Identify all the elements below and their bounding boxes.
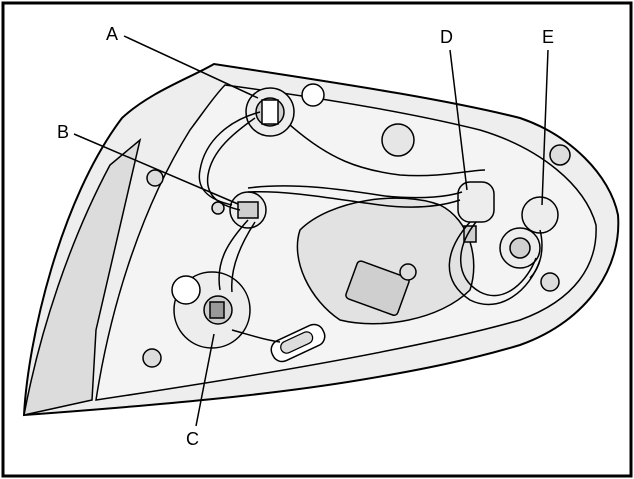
mount-hole <box>142 348 162 368</box>
mount-hole <box>211 201 225 215</box>
leader-a <box>123 35 259 99</box>
recess-tab <box>345 260 410 316</box>
socket-d <box>457 181 495 243</box>
lens-rim <box>23 137 142 416</box>
mount-hole <box>381 123 415 157</box>
leader-d <box>449 49 468 191</box>
mount-hole <box>146 169 164 187</box>
mount-hole <box>540 272 560 292</box>
leader-c <box>195 333 215 427</box>
mount-hole <box>399 263 417 281</box>
central-recess <box>296 197 475 325</box>
callout-label-c: C <box>186 429 199 449</box>
leader-b <box>73 133 239 205</box>
socket-e <box>499 196 559 269</box>
harness-connector <box>270 323 326 363</box>
callout-label-d: D <box>440 27 453 47</box>
leader-e <box>541 49 549 206</box>
socket-c <box>171 271 251 349</box>
callout-leaders <box>73 35 549 427</box>
mount-hole <box>549 144 571 166</box>
socket-b <box>229 191 267 229</box>
callout-label-b: B <box>57 122 69 142</box>
socket-knob <box>301 83 325 107</box>
callout-label-a: A <box>106 24 118 44</box>
callout-label-e: E <box>542 27 554 47</box>
socket-a <box>245 87 295 137</box>
wiring-harness <box>198 111 543 343</box>
